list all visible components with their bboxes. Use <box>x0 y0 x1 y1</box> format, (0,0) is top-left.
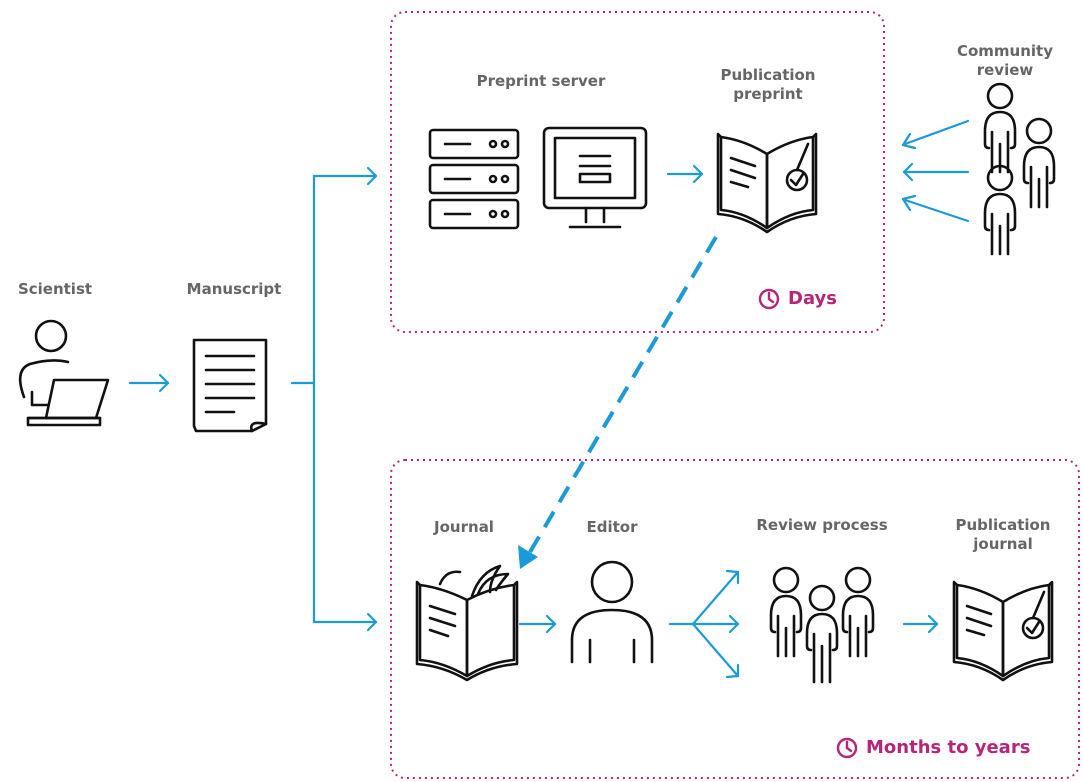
document-icon <box>192 338 268 433</box>
community-review-arrows <box>901 119 970 223</box>
publication-journal-book-icon <box>952 580 1054 682</box>
manuscript-label: Manuscript <box>186 280 282 298</box>
reviewers-group-icon <box>769 566 875 684</box>
clock-icon <box>836 737 858 759</box>
months-to-years-label: Months to years <box>866 737 1031 758</box>
community-people-icon <box>983 82 1056 256</box>
journal-book-icon <box>415 564 519 682</box>
open-book-check-icon <box>716 132 818 234</box>
journal-to-editor-arrow <box>518 614 557 634</box>
review-process-label: Review process <box>756 516 888 534</box>
days-indicator: Days <box>758 288 837 310</box>
editor-label: Editor <box>586 518 638 536</box>
editor-to-review-arrows <box>668 569 740 679</box>
days-label: Days <box>788 288 837 309</box>
journal-label: Journal <box>434 518 494 536</box>
editor-person-icon <box>570 560 654 664</box>
community-review-label: Community review <box>956 42 1054 79</box>
monitor-icon <box>542 126 648 229</box>
review-to-publication-arrow <box>902 614 939 634</box>
clock-icon <box>758 288 780 310</box>
scientist-to-manuscript-arrow <box>128 373 170 393</box>
publication-journal-label: Publication journal <box>955 516 1051 553</box>
preprint-box <box>390 11 885 333</box>
journal-box <box>390 459 1080 779</box>
server-to-preprint-arrow <box>666 164 704 184</box>
preprint-server-label: Preprint server <box>476 72 606 90</box>
scientist-label: Scientist <box>17 280 93 298</box>
flow-arrows <box>128 119 970 679</box>
server-rack-icon <box>428 128 520 230</box>
scientist-laptop-icon <box>18 319 110 427</box>
publication-preprint-label: Publication preprint <box>720 66 816 103</box>
months-to-years-indicator: Months to years <box>836 737 1030 759</box>
preprint-to-journal-dashed-arrow <box>518 235 718 569</box>
manuscript-branch-arrow <box>290 166 378 632</box>
